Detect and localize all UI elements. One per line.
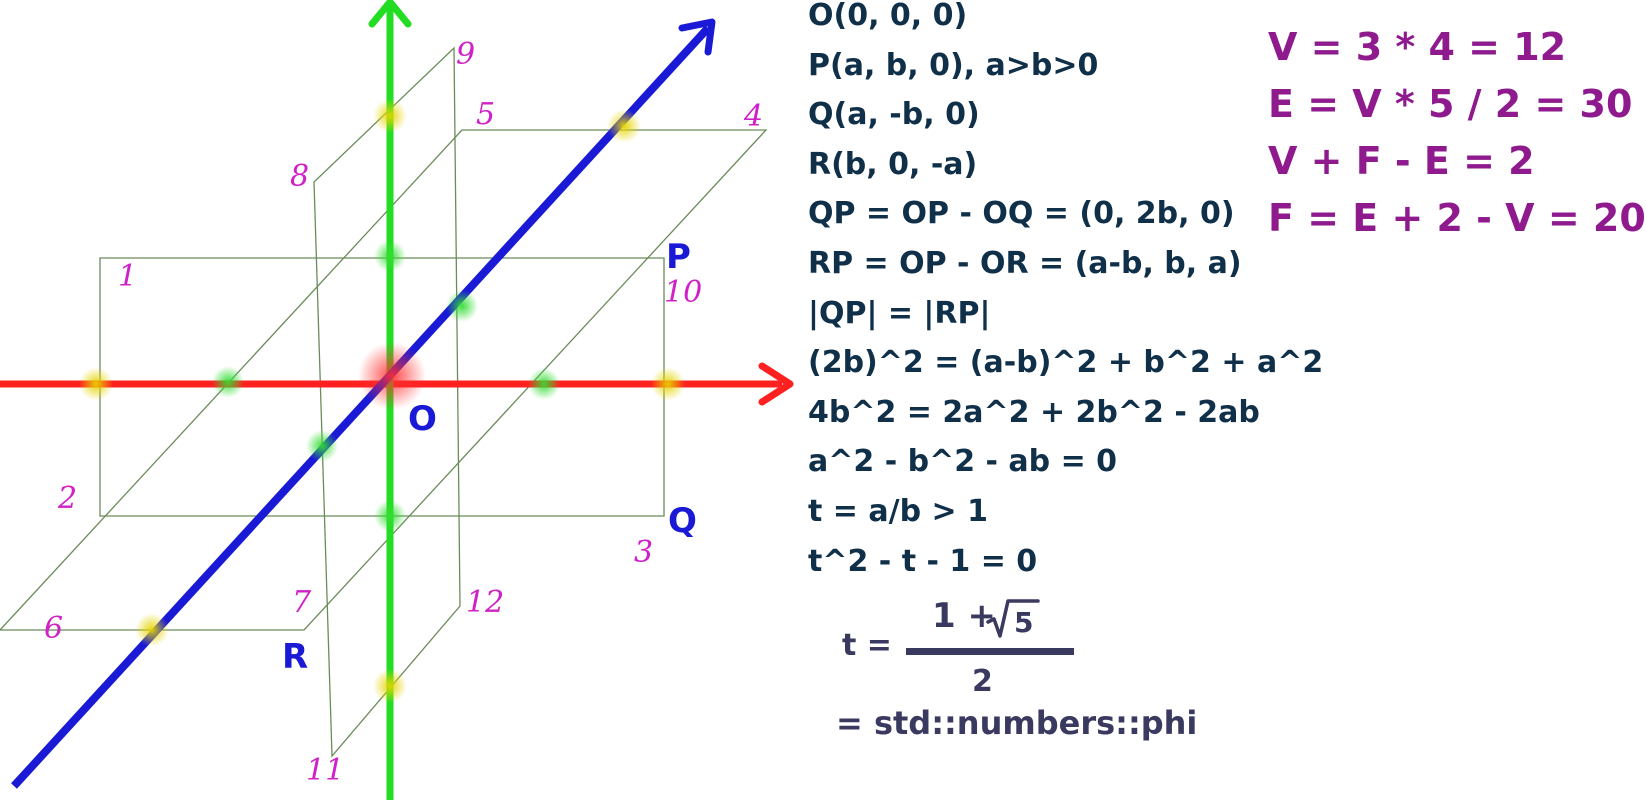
derivation-line: 4b^2 = 2a^2 + 2b^2 - 2ab xyxy=(808,394,1260,430)
formula-lhs: t = xyxy=(842,628,892,663)
fraction-bar xyxy=(906,648,1074,655)
formula-denominator: 2 xyxy=(972,664,993,699)
derivation-line: (2b)^2 = (a-b)^2 + b^2 + a^2 xyxy=(808,345,1324,381)
vertex-number: 8 xyxy=(290,159,309,194)
vertex-number: 4 xyxy=(743,99,763,134)
rectangle-yz-plane xyxy=(313,46,461,758)
vertex-number: 2 xyxy=(57,481,77,516)
derivation-line: t = a/b > 1 xyxy=(808,493,988,529)
euler-line: V = 3 * 4 = 12 xyxy=(1268,25,1567,69)
euler-characteristic-steps: V = 3 * 4 = 12 E = V * 5 / 2 = 30 V + F … xyxy=(1268,26,1646,254)
euler-line: F = E + 2 - V = 20 xyxy=(1268,196,1646,240)
icosahedron-golden-rectangles-diagram: 1 2 3 4 5 6 7 8 9 10 11 12 P Q R O xyxy=(0,0,794,800)
derivation-line: R(b, 0, -a) xyxy=(808,146,978,182)
formula-radicand: 5 xyxy=(1014,606,1034,639)
vertex-number: 1 xyxy=(118,259,137,294)
derivation-line: t^2 - t - 1 = 0 xyxy=(808,543,1038,579)
z-axis xyxy=(11,18,716,789)
derivation-line: P(a, b, 0), a>b>0 xyxy=(808,47,1099,83)
point-label-q: Q xyxy=(668,501,697,541)
vertex-number: 6 xyxy=(44,611,63,646)
formula-numerator: 1 + xyxy=(932,596,996,636)
derivation-line: RP = OP - OR = (a-b, b, a) xyxy=(808,245,1242,281)
rectangle-xz-plane xyxy=(0,129,768,631)
derivation-line: a^2 - b^2 - ab = 0 xyxy=(808,444,1118,480)
derivation-steps: O(0, 0, 0) P(a, b, 0), a>b>0 Q(a, -b, 0)… xyxy=(808,0,1323,595)
point-label-p: P xyxy=(666,237,691,277)
euler-line: E = V * 5 / 2 = 30 xyxy=(1268,82,1633,126)
square-root-icon xyxy=(986,599,1040,638)
point-label-o: O xyxy=(408,399,437,439)
vertex-number: 5 xyxy=(476,97,495,132)
derivation-line: |QP| = |RP| xyxy=(808,295,991,331)
vertex-number: 3 xyxy=(634,535,653,570)
vertex-number: 12 xyxy=(466,585,504,620)
vertex-number: 7 xyxy=(292,585,312,620)
euler-line: V + F - E = 2 xyxy=(1268,139,1535,183)
vertex-highlights xyxy=(79,99,685,703)
derivation-line: Q(a, -b, 0) xyxy=(808,97,980,133)
formula-result: = std::numbers::phi xyxy=(836,704,1198,742)
vertex-number: 11 xyxy=(306,753,344,788)
point-label-r: R xyxy=(282,637,308,677)
vertex-number: 10 xyxy=(664,275,702,310)
derivation-line: QP = OP - OQ = (0, 2b, 0) xyxy=(808,196,1235,232)
derivation-line: O(0, 0, 0) xyxy=(808,0,968,33)
rectangle-xy-plane xyxy=(99,257,665,517)
vertex-number: 9 xyxy=(456,37,475,72)
